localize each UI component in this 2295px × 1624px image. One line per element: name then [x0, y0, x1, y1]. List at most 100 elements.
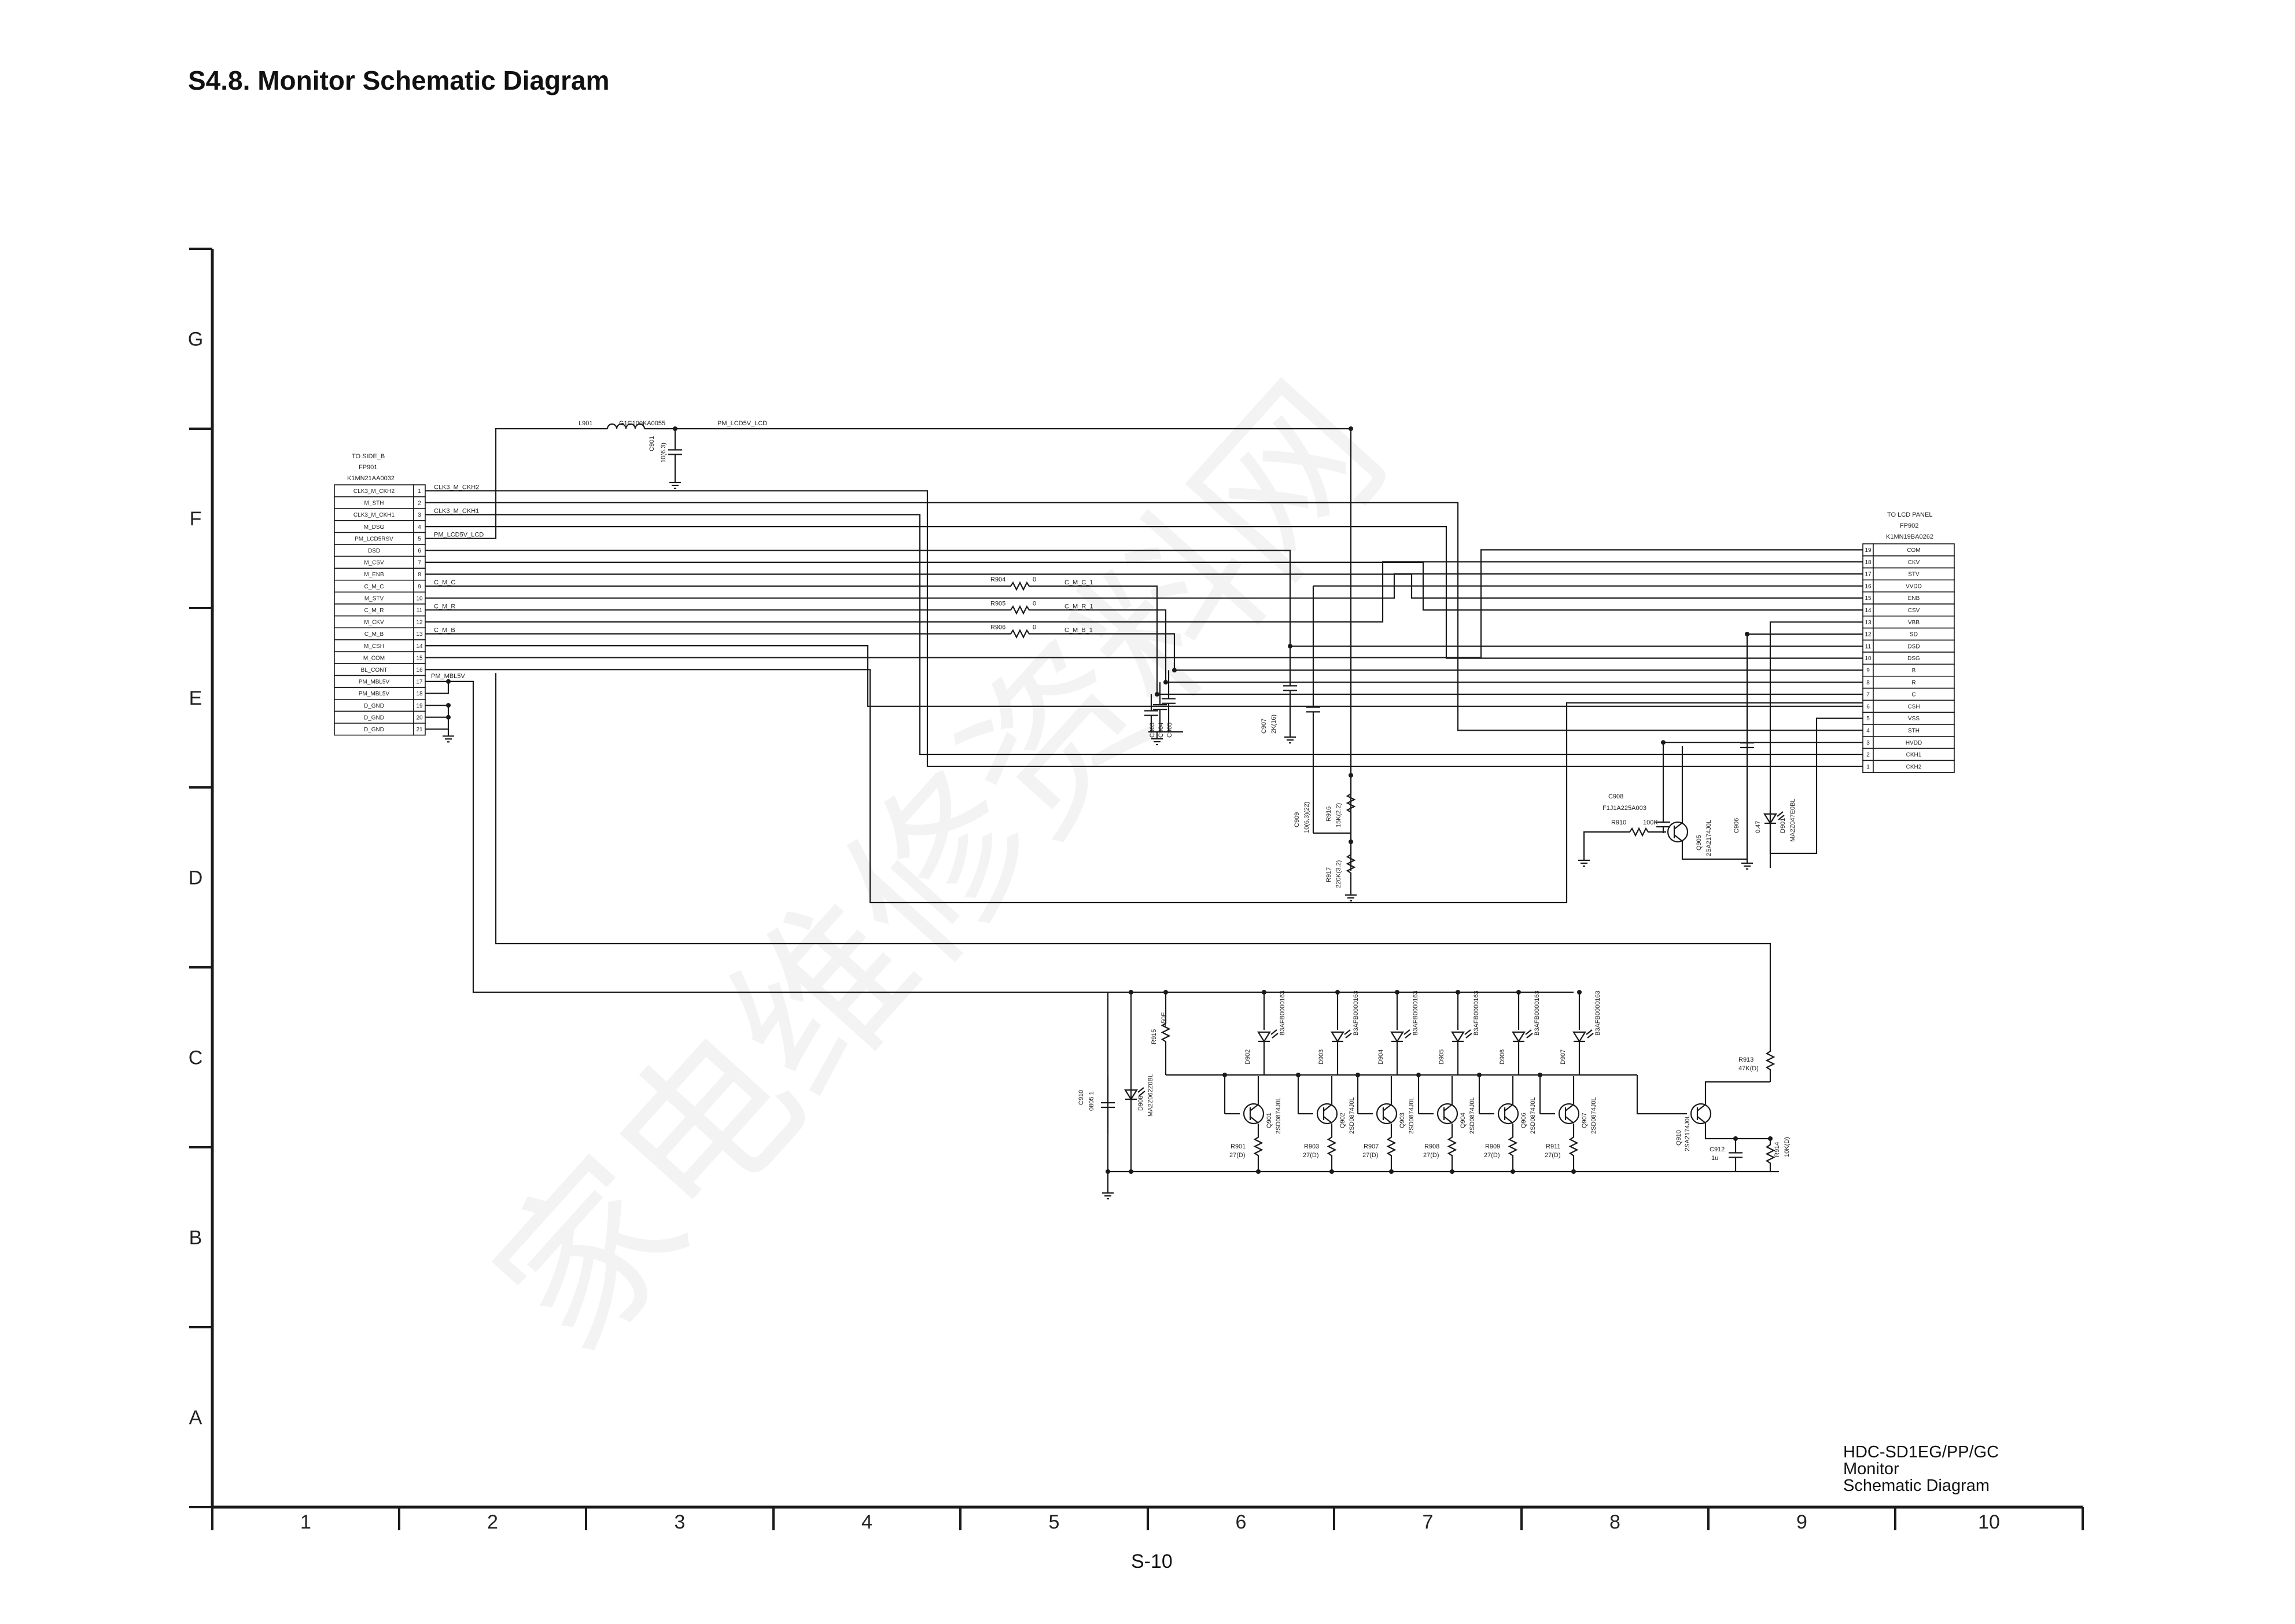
r913-ref: R913 — [1738, 1056, 1754, 1063]
led-ray — [1270, 1029, 1277, 1035]
transistor-ref: Q902 — [1339, 1113, 1346, 1128]
wire-net — [425, 525, 1863, 659]
right-pin-number: 6 — [1866, 704, 1870, 710]
led-ray — [1272, 1033, 1279, 1039]
led-ray — [1344, 1029, 1351, 1035]
junction-dot — [1450, 1169, 1454, 1174]
led-ref: D905 — [1438, 1049, 1445, 1065]
left-pin-number: 6 — [418, 548, 421, 554]
led-body — [1390, 1031, 1404, 1043]
led-part: B3AFB0000163 — [1534, 990, 1541, 1036]
col-label-1: 1 — [300, 1511, 311, 1533]
led-ray — [1345, 1033, 1352, 1039]
left-pin-number: 13 — [416, 631, 423, 638]
rgb-resistor-value: 0 — [1033, 600, 1036, 607]
junction-dot — [1661, 740, 1666, 745]
wire-rgb-out — [1038, 609, 1863, 683]
col-label-8: 8 — [1609, 1511, 1620, 1533]
right-pin-name: DSG — [1907, 656, 1920, 662]
rgb-resistor-value: 0 — [1033, 576, 1036, 583]
left-pin-number: 11 — [417, 607, 423, 614]
transistor-emitter — [1250, 1116, 1259, 1124]
right-pin-name: VSS — [1908, 716, 1920, 722]
resistor — [1253, 1124, 1263, 1172]
junction-dot — [1511, 1169, 1515, 1174]
left-pin-name: BL_CONT — [360, 667, 387, 673]
r910-ref: R910 — [1611, 819, 1626, 826]
l901-ref: L901 — [579, 420, 592, 427]
c910-ref: C910 — [1078, 1090, 1085, 1105]
r916-ref: R916 — [1325, 807, 1332, 822]
wire-mbl — [425, 680, 450, 694]
wire — [1704, 1123, 1770, 1140]
left-pin-number: 10 — [416, 595, 423, 602]
transistor-body — [1690, 1103, 1712, 1125]
right-pin-name: SD — [1910, 632, 1918, 638]
resistor — [1161, 992, 1171, 1075]
junction-dot — [446, 703, 451, 708]
d908-ref: D908 — [1137, 1096, 1144, 1111]
right-pin-number: 18 — [1865, 559, 1872, 566]
junction-dot — [1106, 1169, 1110, 1174]
junction-dot — [1349, 426, 1353, 431]
col-label-7: 7 — [1423, 1511, 1434, 1533]
net-label: CLK3_M_CKH1 — [434, 508, 479, 515]
c912-value: 1u — [1711, 1155, 1718, 1162]
inductor-l901 — [606, 423, 618, 429]
left-pin-name: CLK3_M_CKH2 — [353, 488, 395, 495]
led-ray — [1778, 815, 1785, 820]
right-pin-name: CKH2 — [1906, 764, 1922, 770]
c908-value: F1J1A225A003 — [1603, 805, 1646, 812]
transistor-collector — [1323, 1104, 1332, 1111]
c909-ref: C909 — [1294, 812, 1301, 827]
resistor — [1508, 1124, 1518, 1172]
led-ray — [1526, 1033, 1533, 1039]
d901-part: MA2Z047E0BL — [1789, 798, 1796, 842]
row-label-B: B — [189, 1227, 202, 1249]
col-label-5: 5 — [1049, 1511, 1060, 1533]
led-body — [1512, 1031, 1526, 1043]
led-body — [1763, 813, 1777, 825]
c909-value: 10(6.3)(22) — [1303, 802, 1310, 833]
transistor-collector — [1565, 1104, 1574, 1111]
transistor-emitter — [1565, 1116, 1574, 1124]
r916-value: 15K(2.2) — [1335, 803, 1342, 827]
left-pin-name: C_M_B — [364, 631, 384, 638]
wire-rgb-out — [1038, 633, 1863, 671]
q910-part: 2SA2174J0L — [1684, 1115, 1691, 1151]
col-label-3: 3 — [675, 1511, 686, 1533]
model-number: HDC-SD1EG/PP/GC — [1843, 1443, 1999, 1461]
emitter-resistor-value: 27(D) — [1423, 1152, 1439, 1159]
transistor-emitter — [1323, 1116, 1332, 1124]
transistor-body — [1667, 821, 1689, 843]
right-pin-name-cell — [1873, 760, 1955, 774]
resistor — [1765, 1139, 1775, 1172]
wire-net — [425, 645, 1863, 707]
right-pin-number: 10 — [1865, 656, 1872, 662]
c904-ref: C904 — [1158, 723, 1165, 738]
net-label-mbl: PM_MBL5V — [431, 673, 465, 680]
junction-dot — [1163, 680, 1168, 685]
transistor-emitter — [1504, 1116, 1513, 1124]
transistor-emitter — [1443, 1116, 1453, 1124]
model-subtitle-2: Schematic Diagram — [1843, 1476, 1990, 1495]
transistor-body — [1316, 1103, 1338, 1125]
c906-ref: C906 — [1733, 818, 1740, 833]
rgb-resistor-value: 0 — [1033, 624, 1036, 631]
transistor-body — [1497, 1103, 1519, 1125]
wire — [1636, 1075, 1687, 1115]
left-pin-name: M_COM — [363, 655, 385, 661]
r910-value: 100K — [1643, 819, 1658, 826]
left-pin-number: 12 — [416, 620, 423, 626]
wire-bl-feed — [495, 673, 1771, 1041]
led-ray — [1137, 1087, 1144, 1093]
left-pin-name: M_STV — [364, 595, 384, 602]
led-ray — [1587, 1033, 1594, 1039]
net-label-rgb: C_M_R — [434, 603, 455, 610]
page-number: S-10 — [1131, 1551, 1173, 1573]
net-label-pm-lcd: PM_LCD5V_LCD — [434, 532, 484, 539]
emitter-resistor-value: 27(D) — [1362, 1152, 1379, 1159]
c903-ref: C903 — [1149, 723, 1156, 738]
right-pin-number: 5 — [1866, 716, 1870, 722]
net-label-lcd: PM_LCD5V_LCD — [717, 420, 767, 427]
